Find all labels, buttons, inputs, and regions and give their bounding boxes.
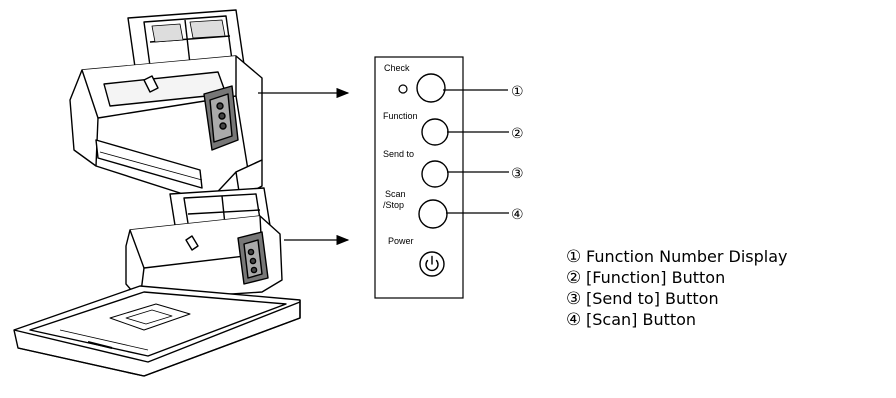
legend-item: ④[Scan] Button (566, 309, 787, 330)
legend-marker-4: ④ (566, 310, 586, 331)
scan-label-line2: /Stop (383, 200, 404, 210)
legend-text-1: Function Number Display (586, 247, 787, 266)
callout-number-4: ④ (511, 207, 524, 223)
flatbed-scanner-illustration (14, 188, 300, 376)
send-to-button[interactable] (422, 161, 448, 187)
control-panel-detail: Check Function Send to Scan /Stop Power (375, 57, 463, 298)
scan-stop-button[interactable] (419, 200, 447, 228)
sheetfed-scanner-illustration (70, 10, 262, 202)
check-indicator-led (399, 85, 407, 93)
send-to-label: Send to (383, 149, 414, 159)
callout-number-2: ② (511, 126, 524, 142)
legend-marker-2: ② (566, 268, 586, 289)
check-label: Check (384, 63, 410, 73)
legend-text-4: [Scan] Button (586, 310, 696, 329)
legend-text-3: [Send to] Button (586, 289, 719, 308)
function-button[interactable] (422, 119, 448, 145)
function-number-display (417, 74, 445, 102)
legend-marker-3: ③ (566, 289, 586, 310)
function-label: Function (383, 111, 418, 121)
legend-text-2: [Function] Button (586, 268, 725, 287)
callout-number-3: ③ (511, 166, 524, 182)
callout-number-1: ① (511, 84, 524, 100)
legend-item: ②[Function] Button (566, 267, 787, 288)
legend-marker-1: ① (566, 247, 586, 268)
power-label: Power (388, 236, 414, 246)
legend-item: ③[Send to] Button (566, 288, 787, 309)
scan-label-line1: Scan (385, 189, 406, 199)
